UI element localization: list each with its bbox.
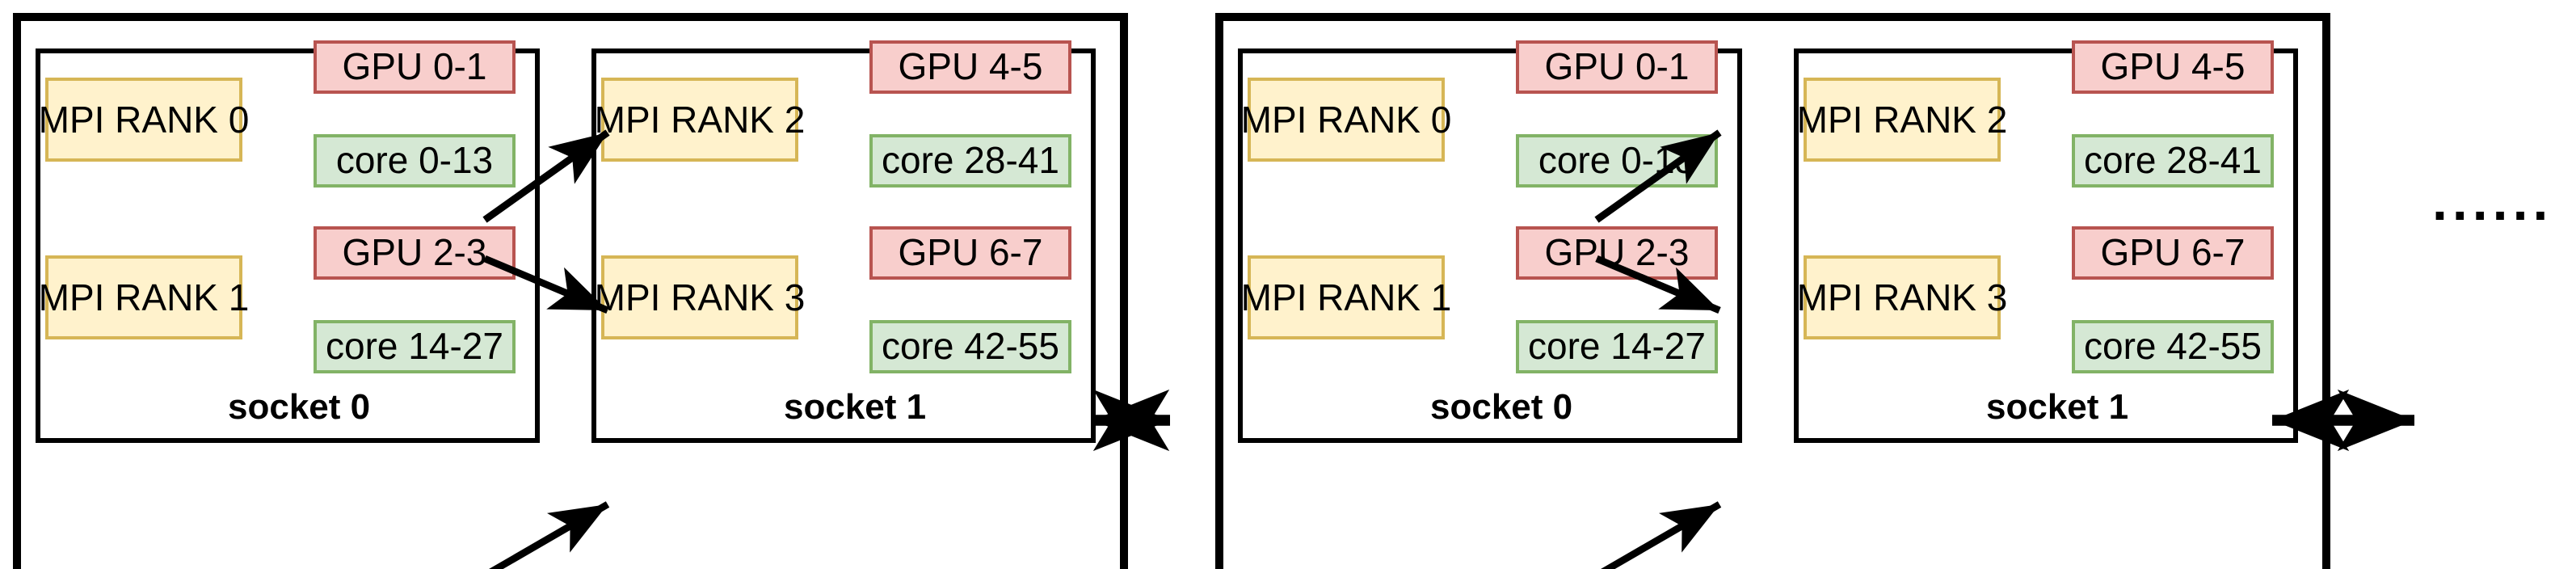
gpu-box-node2-socket1-rank1[interactable]: GPU 6-7 (2072, 226, 2274, 280)
gpu-box-node1-socket0-rank1[interactable]: GPU 2-3 (314, 226, 516, 280)
core-box-node1-socket0-rank0[interactable]: core 0-13 (314, 134, 516, 188)
core-box-node1-socket1-rank1[interactable]: core 42-55 (869, 320, 1071, 373)
core-box-node2-socket1-rank0[interactable]: core 28-41 (2072, 134, 2274, 188)
rank-box-node2-socket0-rank1[interactable]: MPI RANK 1 (1241, 255, 1451, 339)
gpu-box-node2-socket1-rank0[interactable]: GPU 4-5 (2072, 40, 2274, 94)
socket-label-node1-socket1: socket 1 (784, 386, 927, 427)
rank-box-node2-socket1-rank1[interactable]: MPI RANK 3 (1797, 255, 2007, 339)
gpu-box-node1-socket0-rank0[interactable]: GPU 0-1 (314, 40, 516, 94)
gpu-box-node2-socket0-rank1[interactable]: GPU 2-3 (1516, 226, 1718, 280)
continuation-ellipsis: ...... (2432, 171, 2553, 233)
rank-box-node2-socket0-rank0[interactable]: MPI RANK 0 (1241, 78, 1451, 162)
core-box-node1-socket0-rank1[interactable]: core 14-27 (314, 320, 516, 373)
rank-box-node2-socket1-rank0[interactable]: MPI RANK 2 (1797, 78, 2007, 162)
gpu-box-node2-socket0-rank0[interactable]: GPU 0-1 (1516, 40, 1718, 94)
socket-label-node2-socket0: socket 0 (1430, 386, 1573, 427)
gpu-box-node1-socket1-rank0[interactable]: GPU 4-5 (869, 40, 1071, 94)
gpu-box-node1-socket1-rank1[interactable]: GPU 6-7 (869, 226, 1071, 280)
core-box-node1-socket1-rank0[interactable]: core 28-41 (869, 134, 1071, 188)
rank-box-node1-socket0-rank1[interactable]: MPI RANK 1 (39, 255, 249, 339)
core-box-node2-socket1-rank1[interactable]: core 42-55 (2072, 320, 2274, 373)
rank-box-node1-socket1-rank1[interactable]: MPI RANK 3 (595, 255, 805, 339)
core-box-node2-socket0-rank0[interactable]: core 0-13 (1516, 134, 1718, 188)
rank-box-node1-socket0-rank0[interactable]: MPI RANK 0 (39, 78, 249, 162)
core-box-node2-socket0-rank1[interactable]: core 14-27 (1516, 320, 1718, 373)
socket-label-node1-socket0: socket 0 (228, 386, 371, 427)
rank-box-node1-socket1-rank0[interactable]: MPI RANK 2 (595, 78, 805, 162)
socket-label-node2-socket1: socket 1 (1986, 386, 2129, 427)
